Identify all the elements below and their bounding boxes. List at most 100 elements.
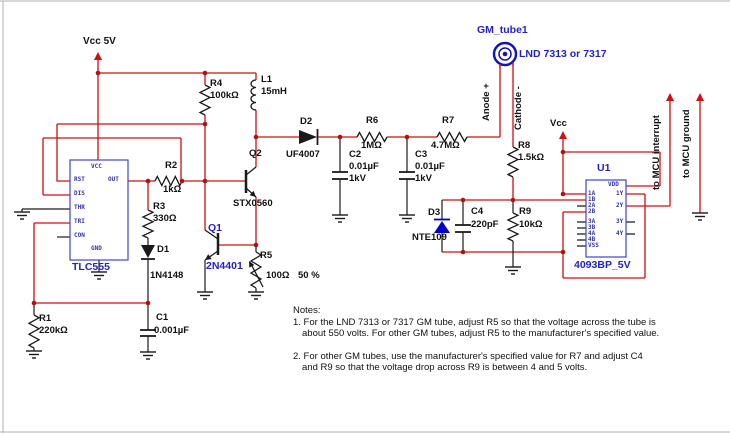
diode-d3[interactable] bbox=[434, 218, 450, 234]
label-r2-value[interactable]: 1kΩ bbox=[163, 184, 182, 195]
timer-pin-tri: TRI bbox=[74, 218, 85, 225]
label-r6-ref[interactable]: R6 bbox=[366, 115, 379, 126]
label-c4-value[interactable]: 220pF bbox=[471, 219, 499, 230]
label-r4-value[interactable]: 100kΩ bbox=[210, 90, 239, 101]
label-c4-ref[interactable]: C4 bbox=[471, 206, 484, 217]
nand-ic-ref[interactable]: U1 bbox=[597, 162, 611, 174]
nand-pin-1b: 1B bbox=[588, 196, 596, 203]
timer-pin-gnd: GND bbox=[91, 245, 102, 252]
label-r5-value[interactable]: 100Ω bbox=[266, 270, 290, 281]
label-c3-rating[interactable]: 1kV bbox=[415, 173, 432, 184]
label-r6-value[interactable]: 1MΩ bbox=[361, 140, 382, 151]
resistors bbox=[27, 84, 520, 349]
vcc-arrow-icon bbox=[559, 131, 567, 139]
note-2-line-2: and R9 so that the voltage drop across R… bbox=[302, 362, 588, 373]
capacitor-c4[interactable] bbox=[455, 224, 471, 233]
capacitor-c3[interactable] bbox=[399, 171, 415, 180]
nand-ic-body[interactable] bbox=[585, 179, 627, 258]
nand-pin-4a: 4A bbox=[588, 230, 596, 237]
component-leads bbox=[21, 137, 635, 352]
label-c2-value[interactable]: 0.01µF bbox=[349, 161, 379, 172]
label-r8-ref[interactable]: R8 bbox=[518, 140, 531, 151]
resistor-r8[interactable] bbox=[506, 146, 520, 178]
resistor-r9[interactable] bbox=[506, 212, 520, 242]
timer-pin-out: OUT bbox=[108, 176, 119, 183]
label-r1-value[interactable]: 220kΩ bbox=[39, 325, 68, 336]
resistor-r7[interactable] bbox=[436, 131, 468, 143]
resistor-r6[interactable] bbox=[356, 131, 388, 143]
label-d3-value[interactable]: NTE109 bbox=[412, 232, 447, 243]
gm-tube-part[interactable]: LND 7313 or 7317 bbox=[519, 48, 607, 60]
transistor-q1[interactable] bbox=[204, 229, 220, 261]
nand-pin-vdd: VDD bbox=[608, 181, 619, 188]
resistor-r1[interactable] bbox=[27, 314, 41, 349]
nand-pin-3b: 3B bbox=[588, 224, 596, 231]
gm-tube-ref[interactable]: GM_tube1 bbox=[477, 24, 528, 36]
label-r4-ref[interactable]: R4 bbox=[210, 78, 223, 89]
timer-pin-vcc: VCC bbox=[91, 163, 102, 170]
gm-anode-label: Anode + bbox=[481, 83, 492, 121]
label-d2-ref[interactable]: D2 bbox=[300, 116, 313, 127]
ground-icon bbox=[332, 214, 348, 223]
vcc-label: Vcc bbox=[550, 118, 567, 129]
label-r3-ref[interactable]: R3 bbox=[153, 201, 166, 212]
label-r5-ref[interactable]: R5 bbox=[260, 250, 273, 261]
ground-icon bbox=[140, 351, 156, 360]
label-c3-ref[interactable]: C3 bbox=[415, 149, 428, 160]
label-r3-value[interactable]: 330Ω bbox=[153, 213, 177, 224]
note-1-line-2: about 550 volts. For other GM tubes, adj… bbox=[302, 328, 660, 339]
resistor-r4[interactable] bbox=[198, 84, 212, 116]
nand-pin-2y: 2Y bbox=[616, 202, 624, 209]
ground-symbols bbox=[14, 211, 708, 360]
nand-pin-1a: 1A bbox=[588, 190, 596, 197]
notes-title: Notes: bbox=[293, 305, 321, 316]
timer-pin-thr: THR bbox=[74, 204, 85, 211]
nand-pin-4y: 4Y bbox=[616, 230, 624, 237]
label-l1-ref[interactable]: L1 bbox=[261, 74, 273, 85]
ground-icon bbox=[248, 291, 264, 300]
timer-ic-label[interactable]: TLC555 bbox=[72, 261, 110, 273]
timer-ic-body[interactable] bbox=[69, 159, 129, 261]
label-d1-value[interactable]: 1N4148 bbox=[150, 270, 184, 281]
label-r2-ref[interactable]: R2 bbox=[165, 160, 178, 171]
ground-icon bbox=[26, 350, 42, 359]
resistor-r2[interactable] bbox=[154, 175, 183, 187]
vcc5-arrow-icon bbox=[94, 52, 102, 60]
label-d1-ref[interactable]: D1 bbox=[157, 244, 170, 255]
label-q1-value[interactable]: 2N4401 bbox=[206, 260, 243, 272]
ground-icon bbox=[197, 291, 213, 300]
transistor-q2[interactable] bbox=[244, 166, 257, 198]
label-r1-ref[interactable]: R1 bbox=[39, 313, 52, 324]
label-r5-setting[interactable]: 50 % bbox=[298, 270, 320, 281]
label-r9-value[interactable]: 10kΩ bbox=[519, 219, 543, 230]
nand-ic-part[interactable]: 4093BP_5V bbox=[574, 259, 631, 271]
ground-icon bbox=[91, 271, 107, 280]
diode-d1[interactable] bbox=[141, 245, 155, 260]
label-r7-ref[interactable]: R7 bbox=[442, 115, 455, 126]
nand-pin-4b: 4B bbox=[588, 236, 596, 243]
timer-pin-dis: DIS bbox=[74, 190, 85, 197]
note-1-line-1: 1. For the LND 7313 or 7317 GM tube, adj… bbox=[293, 317, 656, 328]
label-r8-value[interactable]: 1.5kΩ bbox=[518, 152, 545, 163]
label-c2-ref[interactable]: C2 bbox=[349, 149, 362, 160]
gm-tube-symbol[interactable] bbox=[492, 41, 518, 68]
label-d2-value[interactable]: UF4007 bbox=[286, 149, 320, 160]
label-d3-ref[interactable]: D3 bbox=[428, 207, 441, 218]
label-l1-value[interactable]: 15mH bbox=[261, 86, 287, 97]
label-r7-value[interactable]: 4.7MΩ bbox=[431, 140, 460, 151]
inductor-l1[interactable] bbox=[250, 79, 257, 111]
potentiometer-r5[interactable] bbox=[249, 251, 264, 289]
label-q2-value[interactable]: STX0560 bbox=[233, 198, 273, 209]
diode-d2[interactable] bbox=[299, 129, 319, 145]
resistor-r3[interactable] bbox=[141, 209, 155, 239]
label-c1-ref[interactable]: C1 bbox=[156, 312, 169, 323]
label-c1-value[interactable]: 0.001µF bbox=[154, 325, 190, 336]
capacitor-c2[interactable] bbox=[332, 171, 348, 180]
label-c3-value[interactable]: 0.01µF bbox=[415, 161, 445, 172]
ground-icon bbox=[692, 212, 708, 221]
label-q2-ref[interactable]: Q2 bbox=[249, 148, 262, 159]
label-q1-ref[interactable]: Q1 bbox=[208, 222, 223, 234]
capacitor-c1[interactable] bbox=[140, 329, 156, 337]
label-r9-ref[interactable]: R9 bbox=[519, 206, 532, 217]
label-c2-rating[interactable]: 1kV bbox=[349, 173, 366, 184]
